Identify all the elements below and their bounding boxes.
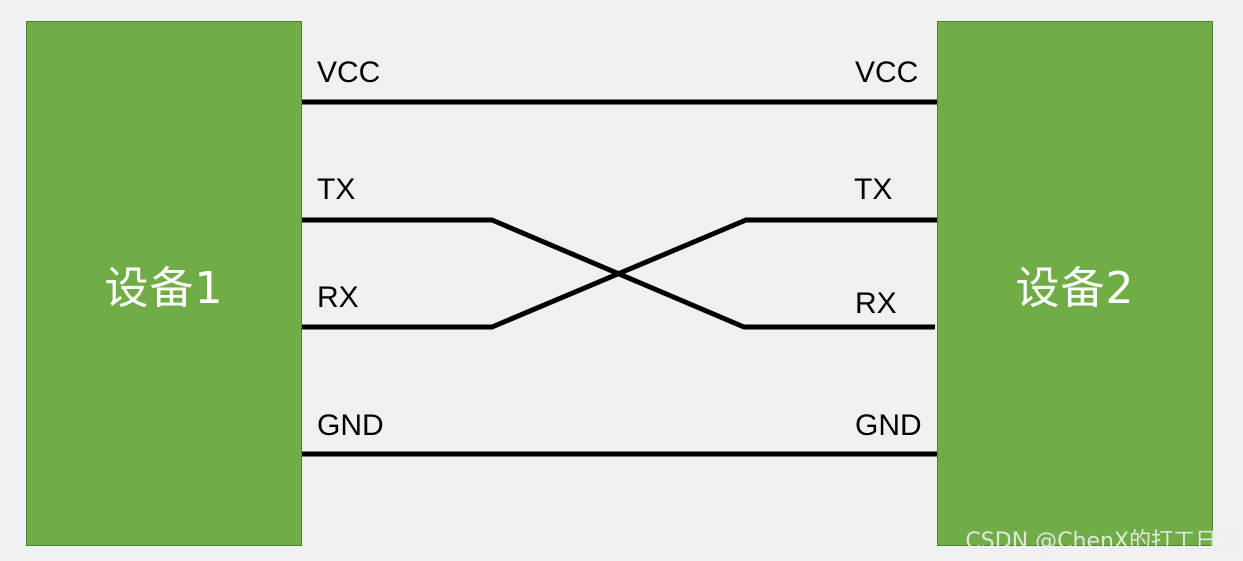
device-2-box: 设备2 <box>937 21 1213 546</box>
left-vcc-label: VCC <box>317 56 381 89</box>
right-rx-label: RX <box>855 287 897 320</box>
right-vcc-label: VCC <box>855 56 919 89</box>
right-gnd-label: GND <box>855 409 922 442</box>
watermark: CSDN @ChenX的打工日记 <box>965 529 1239 554</box>
device-2-label: 设备2 <box>1015 262 1135 314</box>
left-tx-label: TX <box>317 173 356 206</box>
device-1-box: 设备1 <box>26 21 302 546</box>
left-rx-label: RX <box>317 281 359 314</box>
rx-to-tx-wire <box>302 217 937 330</box>
right-tx-label: TX <box>854 173 893 206</box>
device-1-label: 设备1 <box>104 262 224 314</box>
left-gnd-label: GND <box>317 409 384 442</box>
